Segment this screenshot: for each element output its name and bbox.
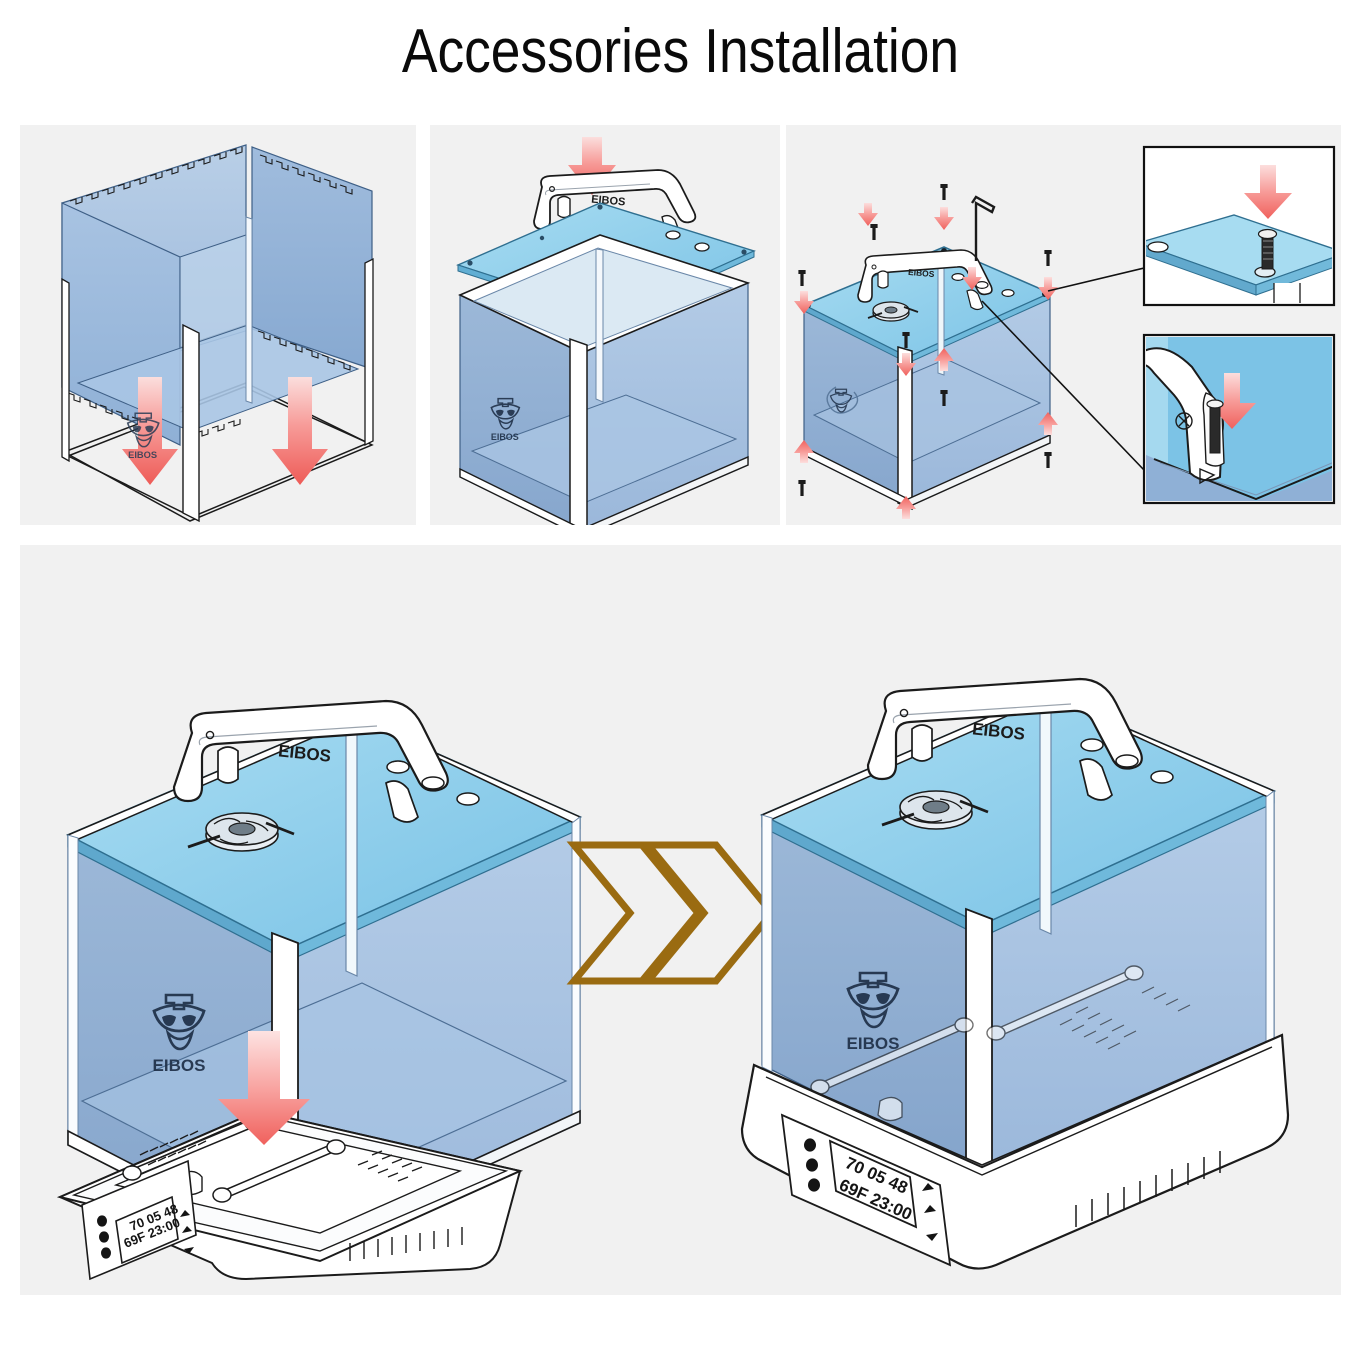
side-fins — [349, 1227, 463, 1261]
side-fins — [1075, 1151, 1221, 1227]
carry-handle: EIBOS — [857, 249, 993, 311]
corner-posts — [61, 216, 374, 523]
cross-mark-icon — [1175, 412, 1193, 430]
eibos-logo-etch: EIBOS — [490, 397, 521, 442]
interior-rollers — [810, 965, 1191, 1122]
dryer-base-unit: 70 05 48 69F 23:00 — [56, 1031, 524, 1281]
control-panel: 70 05 48 69F 23:00 — [81, 1159, 197, 1281]
eibos-logo-text: EIBOS — [128, 450, 157, 460]
fan-vent — [187, 812, 295, 852]
screw-part — [1257, 228, 1278, 270]
hex-key-tool — [971, 195, 996, 261]
assembled-chamber: EIBOS — [802, 195, 1052, 511]
seat-chamber-arrow — [218, 1031, 310, 1145]
lid-insert-arrow-top — [568, 137, 616, 195]
thumb-screws — [386, 760, 480, 806]
thumb-screws — [1080, 738, 1174, 784]
insert-arrow-right — [272, 377, 328, 485]
thumb-screws — [665, 230, 710, 252]
fan-vent — [867, 301, 919, 322]
step-1-illustration: EIBOS — [61, 144, 374, 523]
callout-handle-bracket-detail — [1142, 333, 1336, 505]
carry-handle: EIBOS — [533, 169, 697, 240]
eibos-logo-etch: EIBOS — [152, 993, 206, 1075]
eibos-logo-text: EIBOS — [153, 1056, 206, 1075]
vent-slots — [139, 1130, 423, 1182]
step-4-illustration: EIBOS — [56, 677, 1290, 1281]
final-assembly: EIBOS — [740, 677, 1290, 1270]
eibos-logo-etch: EIBOS — [846, 971, 900, 1053]
eibos-logo-etch — [829, 388, 853, 413]
callout-screw-corner-detail — [1142, 145, 1336, 307]
transition-double-chevron-icon — [566, 841, 777, 985]
control-panel: 70 05 48 69F 23:00 — [780, 1113, 952, 1267]
left-buttons[interactable] — [97, 1215, 111, 1259]
step-3-panel: EIBOS — [786, 125, 1341, 525]
left-buttons[interactable] — [804, 1138, 820, 1192]
eibos-logo-etch: EIBOS — [126, 412, 160, 460]
right-buttons[interactable] — [180, 1210, 194, 1254]
carry-handle: EIBOS — [172, 699, 449, 823]
step-4-panel: EIBOS — [20, 545, 1341, 1295]
screw-part — [1206, 399, 1224, 454]
panel-notches — [67, 147, 353, 437]
step-1-panel: EIBOS — [20, 125, 416, 525]
assembled-chamber-open: EIBOS — [458, 234, 751, 525]
right-buttons[interactable] — [922, 1183, 938, 1241]
step-2-illustration: EIBOS — [456, 137, 756, 525]
fan-vent — [881, 790, 989, 830]
step-2-panel: EIBOS — [430, 125, 780, 525]
insert-arrow — [1244, 165, 1292, 219]
eibos-logo-text: EIBOS — [847, 1034, 900, 1053]
step-3-illustration: EIBOS — [794, 145, 1336, 519]
handle-brand-text: EIBOS — [908, 267, 936, 279]
page-title: Accessories Installation — [401, 17, 960, 86]
eibos-logo-text: EIBOS — [491, 432, 519, 442]
